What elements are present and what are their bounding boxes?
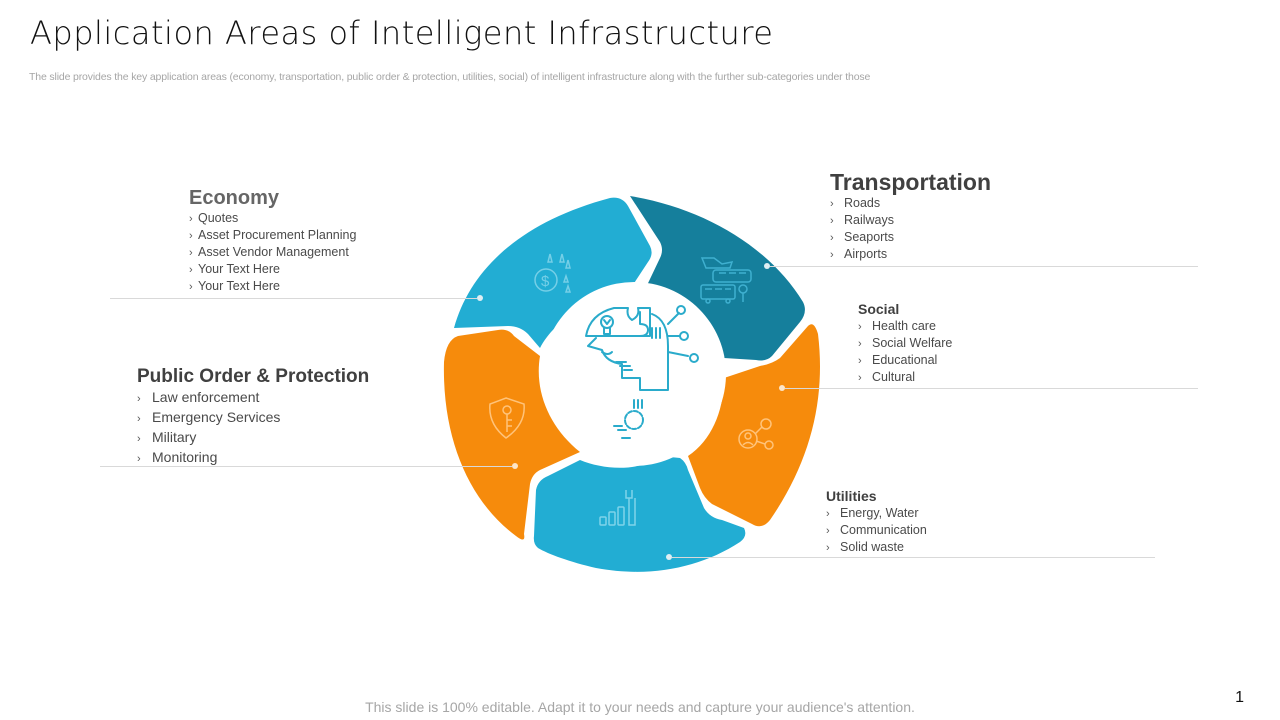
segment-transportation xyxy=(630,196,805,361)
chevron-right-icon: › xyxy=(189,264,193,276)
list-item: ›Asset Vendor Management xyxy=(189,245,349,259)
transportation-list: ›Roads ›Railways ›Seaports ›Airports xyxy=(830,195,991,263)
wrench-bar-chart-icon xyxy=(599,490,636,526)
chevron-right-icon: › xyxy=(830,249,834,261)
page-subtitle: The slide provides the key application a… xyxy=(29,71,871,83)
social-connector-dot xyxy=(779,385,785,391)
utilities-connector-line xyxy=(672,557,1155,558)
list-item: ›Airports xyxy=(830,247,888,261)
chevron-right-icon: › xyxy=(858,355,862,367)
chevron-right-icon: › xyxy=(137,433,141,445)
utilities-connector-dot xyxy=(666,554,672,560)
list-item: ›Cultural xyxy=(858,370,916,384)
ai-brain-head-icon xyxy=(585,305,699,439)
chevron-right-icon: › xyxy=(830,232,834,244)
chevron-right-icon: › xyxy=(189,281,193,293)
segment-utilities xyxy=(533,456,746,572)
economy-connector-dot xyxy=(477,295,483,301)
chevron-right-icon: › xyxy=(826,525,830,537)
list-item: ›Solid waste xyxy=(826,540,904,554)
economy-connector-line xyxy=(110,298,477,299)
economy-title: Economy xyxy=(189,187,280,209)
transport-vehicles-icon xyxy=(700,257,752,304)
segment-public-order xyxy=(443,329,580,540)
segment-economy xyxy=(454,197,652,348)
list-item: ›Communication xyxy=(826,523,927,537)
social-network-people-icon xyxy=(738,418,774,450)
list-item: ›Energy, Water xyxy=(826,506,919,520)
chevron-right-icon: › xyxy=(830,198,834,210)
utilities-block: Utilities ›Energy, Water ›Communication … xyxy=(826,487,927,556)
page-number: 1 xyxy=(1235,689,1244,706)
chevron-right-icon: › xyxy=(858,321,862,333)
chevron-right-icon: › xyxy=(858,338,862,350)
chevron-right-icon: › xyxy=(830,215,834,227)
chevron-right-icon: › xyxy=(858,372,862,384)
list-item: ›Railways xyxy=(830,213,895,227)
shield-key-icon xyxy=(489,397,525,439)
list-item: ›Your Text Here xyxy=(189,279,280,293)
public-order-title: Public Order & Protection xyxy=(137,366,370,387)
segment-social xyxy=(688,324,820,527)
list-item: ›Seaports xyxy=(830,230,895,244)
list-item: ›Health care xyxy=(858,319,936,333)
page-title: Application Areas of Intelligent Infrast… xyxy=(30,14,774,52)
utilities-title: Utilities xyxy=(826,488,877,504)
list-item: ›Roads xyxy=(830,196,881,210)
social-connector-line xyxy=(785,388,1198,389)
list-item: ›Educational xyxy=(858,353,938,367)
money-bag-dollar-icon: $ xyxy=(534,253,572,293)
transportation-title: Transportation xyxy=(830,169,992,195)
chevron-right-icon: › xyxy=(137,413,141,425)
social-block: Social ›Health care ›Social Welfare ›Edu… xyxy=(858,300,952,386)
list-item: ›Your Text Here xyxy=(189,262,280,276)
list-item: ›Monitoring xyxy=(137,448,369,468)
list-item: ›Military xyxy=(137,428,369,448)
footer-note: This slide is 100% editable. Adapt it to… xyxy=(365,699,915,715)
economy-block: Economy ›Quotes ›Asset Procurement Plann… xyxy=(189,186,356,295)
public-order-list: ›Law enforcement ›Emergency Services ›Mi… xyxy=(137,388,369,468)
chevron-right-icon: › xyxy=(826,542,830,554)
social-title: Social xyxy=(858,301,900,317)
transportation-connector-dot xyxy=(764,263,770,269)
public-order-block: Public Order & Protection ›Law enforceme… xyxy=(137,366,369,468)
chevron-right-icon: › xyxy=(137,393,141,405)
svg-text:$: $ xyxy=(541,273,550,290)
list-item: ›Emergency Services xyxy=(137,408,369,428)
list-item: ›Social Welfare xyxy=(858,336,953,350)
list-item: ›Quotes xyxy=(189,211,239,225)
list-item: ›Law enforcement xyxy=(137,388,369,408)
public-order-connector-dot xyxy=(512,463,518,469)
transportation-connector-line xyxy=(770,266,1198,267)
chevron-right-icon: › xyxy=(826,508,830,520)
social-list: ›Health care ›Social Welfare ›Educationa… xyxy=(858,318,952,386)
chevron-right-icon: › xyxy=(189,247,193,259)
center-circle xyxy=(542,282,726,466)
transportation-block: Transportation ›Roads ›Railways ›Seaport… xyxy=(830,169,991,263)
chevron-right-icon: › xyxy=(137,453,141,465)
utilities-list: ›Energy, Water ›Communication ›Solid was… xyxy=(826,505,927,556)
chevron-right-icon: › xyxy=(189,213,193,225)
economy-list: ›Quotes ›Asset Procurement Planning ›Ass… xyxy=(189,210,356,295)
public-order-connector-line xyxy=(100,466,512,467)
chevron-right-icon: › xyxy=(189,230,193,242)
list-item: ›Asset Procurement Planning xyxy=(189,228,357,242)
